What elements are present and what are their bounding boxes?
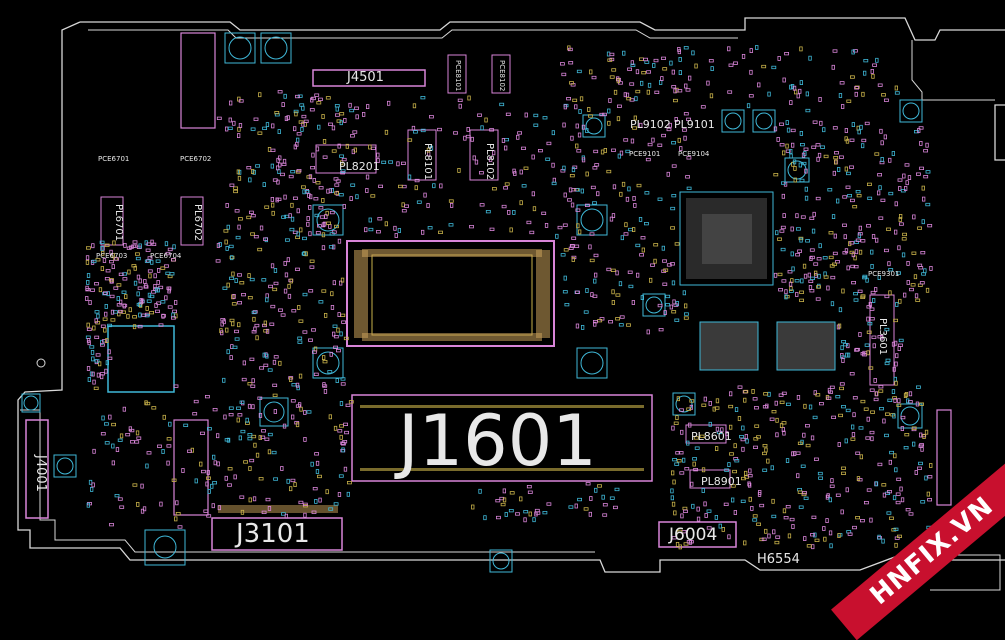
- pl8201-label: PL8201: [339, 160, 380, 173]
- mounting-hole: [36, 358, 46, 368]
- pl8601-label: PL8601: [691, 430, 732, 443]
- pce9101-label: PCE9101: [629, 150, 661, 158]
- component-pads: [85, 45, 933, 550]
- side-connector: [180, 32, 216, 129]
- j4501-connector-outline: [312, 69, 426, 87]
- pl9101-label: PL9101: [674, 118, 715, 131]
- pl6701-label: PL6701: [113, 204, 124, 242]
- j1601-label: J1601: [398, 400, 597, 482]
- corner-notch: [911, 40, 1001, 591]
- j4001-connector-outline: [25, 419, 49, 519]
- pce6703-label: PCE6703: [96, 252, 128, 260]
- board-inner-outline: [20, 29, 738, 553]
- capacitor-group: [21, 32, 923, 573]
- pce6701-label: PCE6701: [98, 155, 130, 163]
- pl8901-label: PL8901: [701, 475, 742, 488]
- side-connector: [936, 409, 952, 506]
- pl6702-label: PL6702: [192, 204, 203, 242]
- pl8101-label: PL8101: [422, 143, 433, 181]
- pl8102-label: PL8102: [484, 143, 495, 181]
- pce9301-label: PCE9301: [868, 270, 900, 278]
- ec-chip: [107, 325, 175, 393]
- pce6702-label: PCE6702: [180, 155, 212, 163]
- inductor-boxes: [100, 54, 895, 489]
- pl9102-label: PL9102: [630, 118, 671, 131]
- pce6704-label: PCE6704: [150, 252, 182, 260]
- gpu-bga-package: [679, 191, 774, 286]
- j6004-connector-outline: [658, 521, 737, 548]
- pl3601-label: PL3601: [877, 318, 888, 356]
- cpu-bga-package: [346, 240, 555, 347]
- side-connector: [173, 419, 209, 516]
- h6554-label: H6554: [757, 552, 800, 567]
- j3101-label: J3101: [236, 519, 310, 549]
- j4501-label: J4501: [347, 70, 384, 85]
- pcb-boardview-canvas: [17, 17, 1005, 591]
- memory-chip: [699, 321, 759, 371]
- j4001-label: J4001: [33, 455, 48, 492]
- j3101-pin-row: [218, 505, 338, 513]
- memory-chip: [776, 321, 836, 371]
- board-outline: [17, 17, 1005, 573]
- pce8101-label: PCE8101: [454, 60, 462, 92]
- j3101-connector-outline: [211, 517, 343, 551]
- j6004-label: J6004: [669, 525, 718, 545]
- pce8102-label: PCE8102: [498, 60, 506, 92]
- pce9104-label: PCE9104: [678, 150, 710, 158]
- j1601-connector-outline: [351, 394, 653, 482]
